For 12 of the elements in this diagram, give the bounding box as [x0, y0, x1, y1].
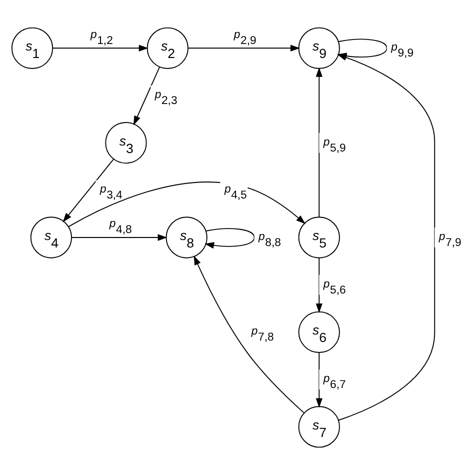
- arrow: [316, 352, 322, 408]
- arrow: [188, 44, 300, 51]
- arrow: [194, 254, 305, 413]
- arrow: [68, 181, 306, 227]
- arrow: [62, 158, 114, 222]
- arrow: [52, 44, 148, 51]
- arrow: [204, 228, 255, 248]
- arrow: [316, 66, 322, 218]
- arrow: [337, 38, 388, 59]
- arrow: [71, 234, 168, 240]
- arrow: [316, 257, 322, 313]
- arrow: [133, 66, 160, 125]
